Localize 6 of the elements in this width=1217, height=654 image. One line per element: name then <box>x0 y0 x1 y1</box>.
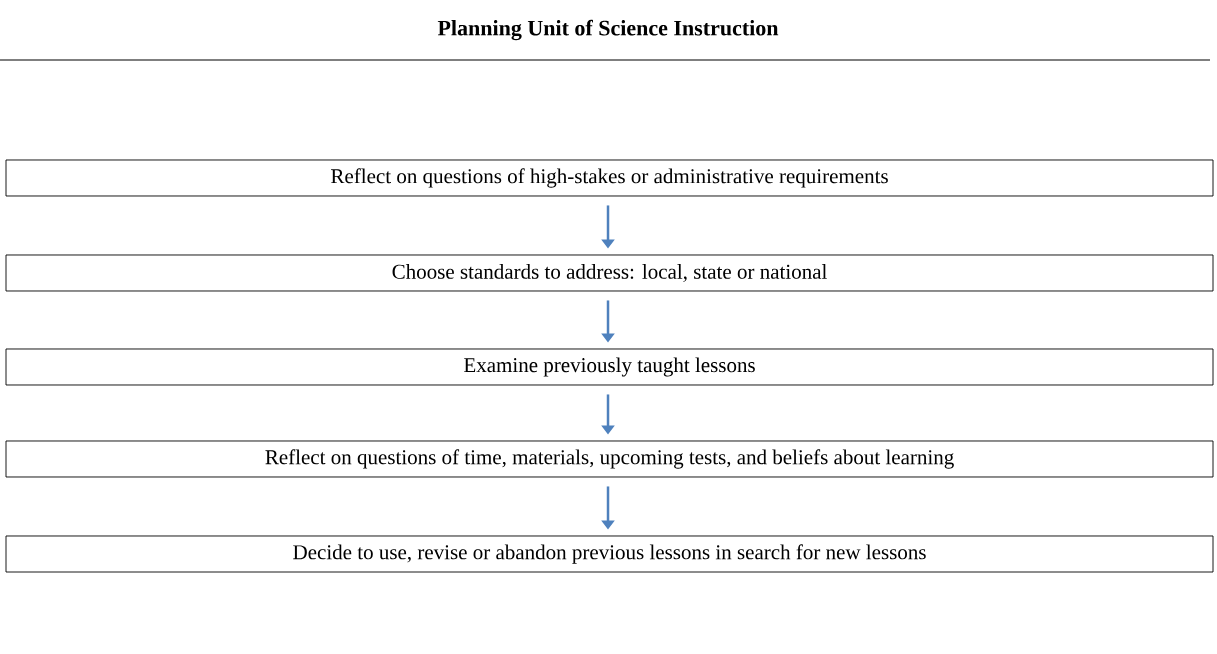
process-box: Reflect on questions of time, materials, upcoming tests, and beliefs about learning <box>5 440 1214 478</box>
process-box: Examine previously taught lessons <box>5 348 1214 386</box>
process-box: Reflect on questions of high-stakes or administrative requirements <box>5 159 1214 197</box>
process-box: Choose standards to address: local, state or national <box>5 254 1214 292</box>
process-box: Decide to use, revise or abandon previous lessons in search for new lessons <box>5 535 1214 573</box>
title: Planning Unit of Science Instruction <box>437 19 779 41</box>
